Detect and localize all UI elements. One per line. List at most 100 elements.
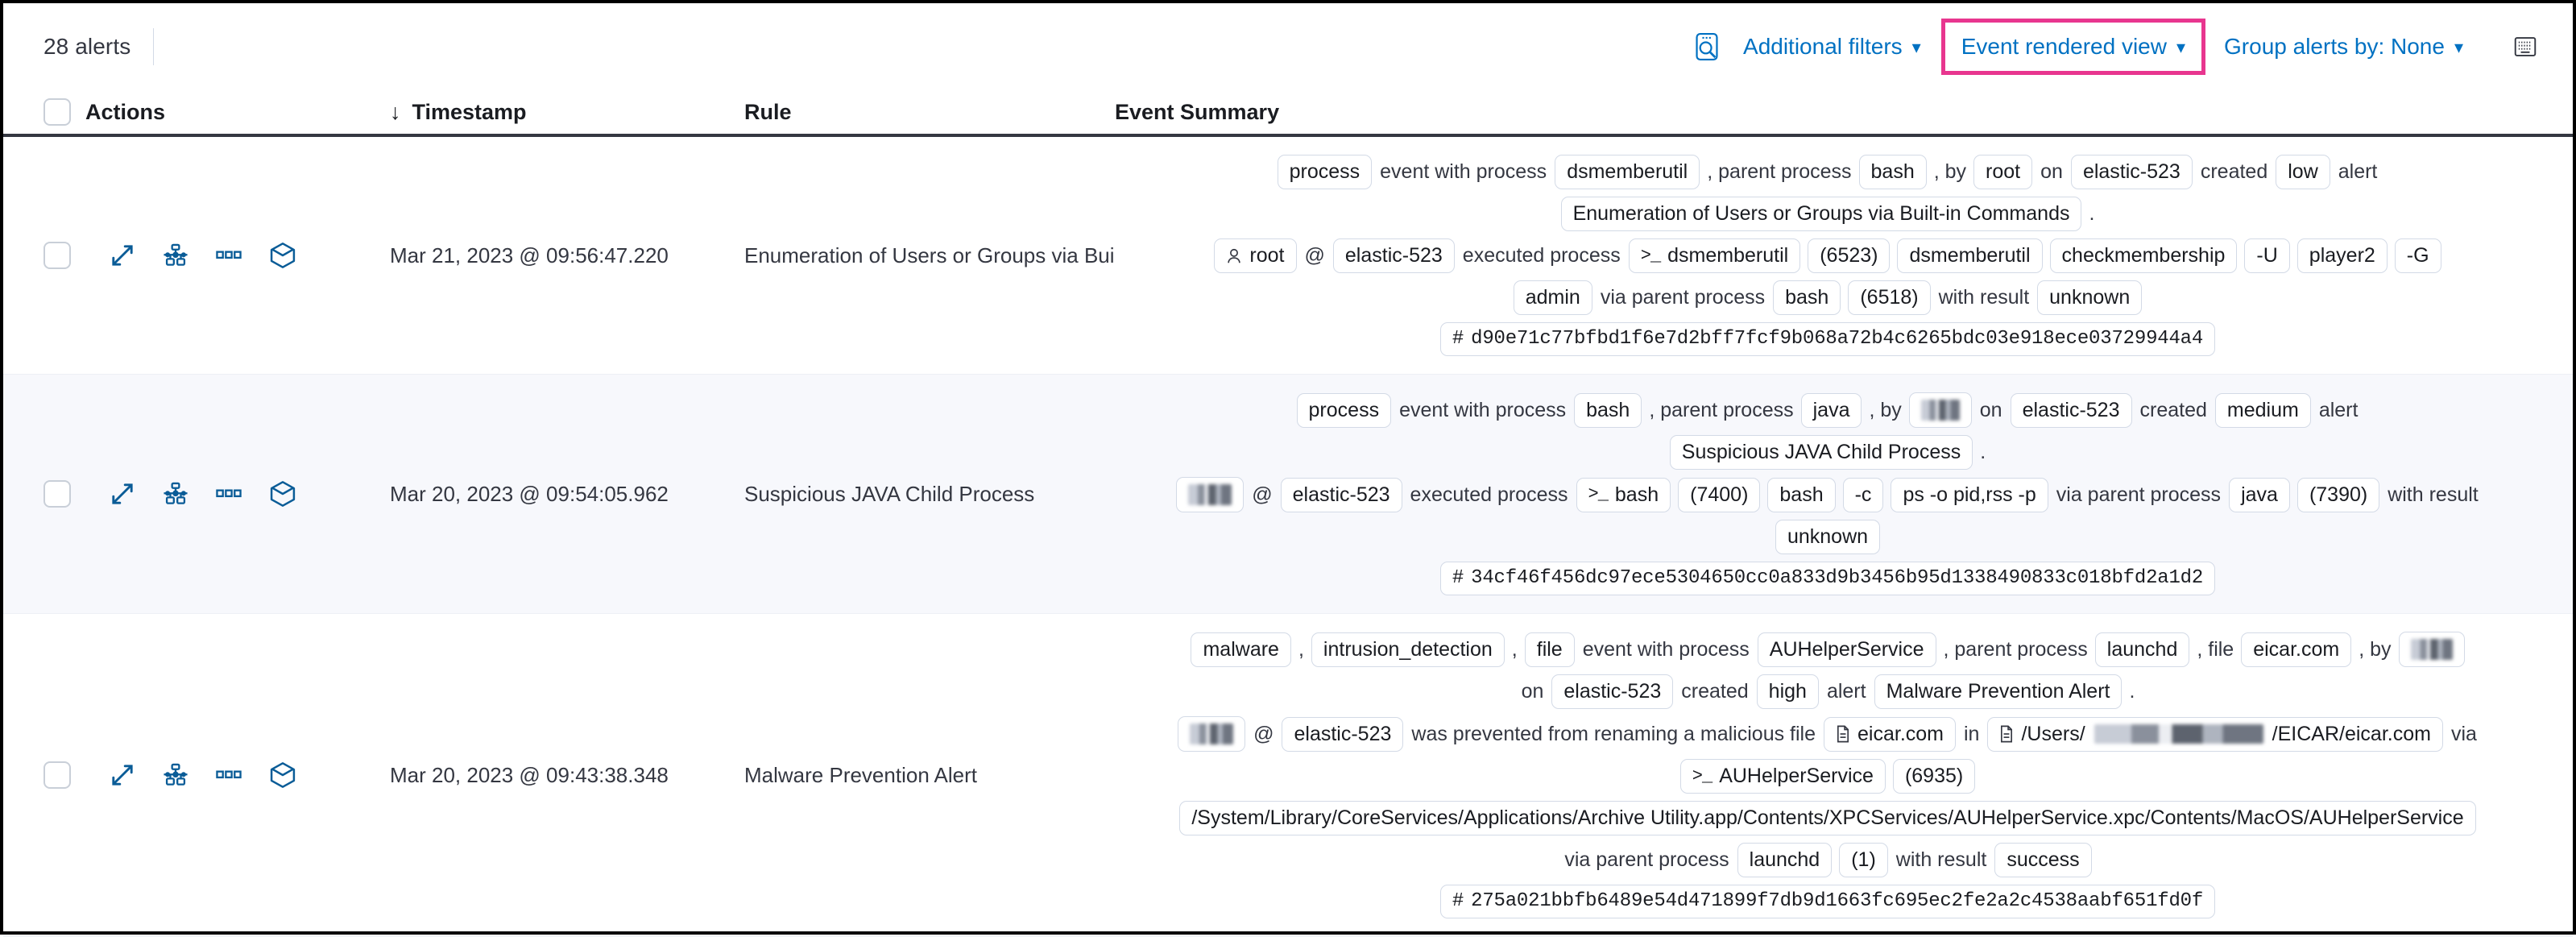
summary-chip[interactable]: (7390) (2296, 477, 2380, 512)
summary-chip[interactable]: intrusion_detection (1311, 632, 1505, 667)
inspect-icon[interactable] (1685, 26, 1729, 68)
row-rule-name[interactable]: Suspicious JAVA Child Process (744, 481, 1035, 506)
summary-chip[interactable]: -c (1842, 477, 1884, 512)
summary-chip[interactable]: java (2229, 477, 2290, 512)
summary-chip[interactable]: -U (2244, 238, 2290, 273)
summary-chip[interactable]: (7400) (1678, 477, 1761, 512)
summary-chip[interactable] (1176, 477, 1245, 512)
summary-chip[interactable]: bash (1858, 155, 1927, 189)
summary-chip[interactable]: Suspicious JAVA Child Process (1669, 435, 1973, 470)
summary-chip[interactable]: elastic-523 (1282, 716, 1404, 752)
more-actions-icon[interactable] (216, 769, 242, 781)
analyze-event-icon[interactable] (163, 481, 188, 507)
summary-chip-label: launchd (2106, 637, 2178, 661)
keyboard-icon[interactable] (2513, 35, 2537, 58)
summary-chip[interactable]: unknown (2037, 280, 2143, 315)
summary-chip-label: bash (1870, 160, 1915, 183)
summary-chip[interactable]: #275a021bbfb6489e54d471899f7db9d1663fc69… (1439, 885, 2216, 918)
summary-chip[interactable]: ps -o pid,rss -p (1891, 477, 2048, 512)
row-rule-name[interactable]: Enumeration of Users or Groups via Bui (744, 243, 1115, 267)
summary-chip[interactable]: elastic-523 (1551, 674, 1674, 709)
analyze-event-icon[interactable] (163, 762, 188, 788)
additional-filters-button[interactable]: Additional filters ▾ (1729, 27, 1936, 66)
summary-chip[interactable]: (1) (1839, 843, 1888, 877)
expand-icon[interactable] (110, 243, 135, 268)
summary-text: . (1980, 441, 1986, 463)
summary-chip[interactable]: /Users//EICAR/eicar.com (1987, 716, 2443, 752)
summary-chip[interactable]: bash (1574, 392, 1642, 428)
summary-chip[interactable]: high (1756, 674, 1819, 709)
add-to-case-icon[interactable] (269, 480, 296, 508)
summary-chip[interactable] (1178, 716, 1246, 752)
toolbar-divider (153, 28, 155, 65)
row-select-checkbox[interactable] (43, 480, 71, 508)
summary-chip[interactable]: (6935) (1892, 759, 1976, 794)
summary-chip[interactable]: #34cf46f456dc97ece5304650cc0a833d9b3456b… (1439, 562, 2216, 595)
summary-chip[interactable]: unknown (1775, 520, 1881, 554)
summary-chip[interactable]: elastic-523 (2070, 155, 2193, 189)
summary-chip-label: file (1536, 637, 1563, 661)
summary-chip[interactable]: dsmemberutil (1555, 155, 1700, 189)
summary-chip[interactable]: Enumeration of Users or Groups via Built… (1560, 197, 2082, 231)
summary-chip[interactable]: (6518) (1848, 280, 1931, 315)
row-select-checkbox[interactable] (43, 242, 71, 269)
summary-chip[interactable]: success (1994, 843, 2092, 877)
summary-chip[interactable]: low (2276, 155, 2330, 189)
summary-chip[interactable]: -G (2394, 238, 2441, 273)
summary-chip[interactable]: #d90e71c77bfbd1f6e7d2bff7fcf9b068a72b4c6… (1439, 322, 2216, 356)
summary-chip[interactable]: elastic-523 (1280, 477, 1402, 512)
summary-chip[interactable]: player2 (2296, 238, 2388, 273)
select-all-checkbox[interactable] (43, 98, 71, 126)
add-to-case-icon[interactable] (269, 761, 296, 789)
summary-chip[interactable]: >_bash (1576, 477, 1671, 512)
more-actions-icon[interactable] (216, 250, 242, 261)
summary-chip[interactable]: java (1800, 392, 1862, 428)
event-summary-line: #275a021bbfb6489e54d471899f7db9d1663fc69… (1439, 885, 2216, 918)
summary-chip[interactable]: eicar.com (2241, 632, 2352, 667)
group-alerts-by-button[interactable]: Group alerts by: None ▾ (2209, 27, 2478, 66)
row-select-checkbox[interactable] (43, 761, 71, 789)
summary-chip[interactable]: root (1973, 155, 2033, 189)
summary-chip[interactable]: (6523) (1808, 238, 1891, 273)
row-rule-name[interactable]: Malware Prevention Alert (744, 762, 978, 787)
summary-chip[interactable]: >_dsmemberutil (1628, 238, 1801, 273)
summary-chip[interactable]: elastic-523 (1332, 238, 1455, 273)
summary-chip[interactable]: /System/Library/CoreServices/Application… (1179, 801, 2476, 835)
summary-chip[interactable]: launchd (2094, 632, 2190, 667)
expand-icon[interactable] (110, 481, 135, 507)
summary-chip[interactable]: AUHelperService (1757, 632, 1936, 667)
summary-chip[interactable] (2398, 632, 2465, 667)
summary-chip[interactable]: checkmembership (2049, 238, 2238, 273)
summary-chip-label: high (1768, 680, 1807, 703)
header-timestamp[interactable]: ↓ Timestamp (390, 100, 744, 125)
summary-chip[interactable] (1908, 392, 1972, 428)
summary-text: via parent process (2056, 483, 2222, 506)
event-rendered-view-button[interactable]: Event rendered view ▾ (1940, 19, 2206, 75)
summary-text: via (2450, 722, 2477, 745)
summary-chip[interactable]: eicar.com (1824, 716, 1956, 752)
summary-chip[interactable]: bash (1767, 477, 1836, 512)
summary-chip[interactable]: process (1277, 155, 1373, 189)
summary-chip[interactable]: process (1296, 392, 1392, 428)
add-to-case-icon[interactable] (269, 242, 296, 269)
summary-chip[interactable]: >_AUHelperService (1679, 759, 1886, 794)
summary-chip[interactable]: medium (2214, 392, 2311, 428)
summary-chip[interactable]: bash (1773, 280, 1841, 315)
summary-chip[interactable]: file (1524, 632, 1575, 667)
summary-chip[interactable]: root (1214, 238, 1297, 273)
analyze-event-icon[interactable] (163, 243, 188, 268)
expand-icon[interactable] (110, 762, 135, 788)
summary-text: @ (1253, 722, 1274, 745)
summary-chip[interactable]: Malware Prevention Alert (1874, 674, 2123, 709)
summary-chip[interactable]: malware (1191, 632, 1291, 667)
summary-chip[interactable]: launchd (1737, 843, 1833, 877)
summary-chip[interactable]: admin (1513, 280, 1592, 315)
more-actions-icon[interactable] (216, 488, 242, 500)
summary-chip[interactable]: dsmemberutil (1897, 238, 2043, 273)
summary-chip[interactable]: elastic-523 (2010, 392, 2132, 428)
